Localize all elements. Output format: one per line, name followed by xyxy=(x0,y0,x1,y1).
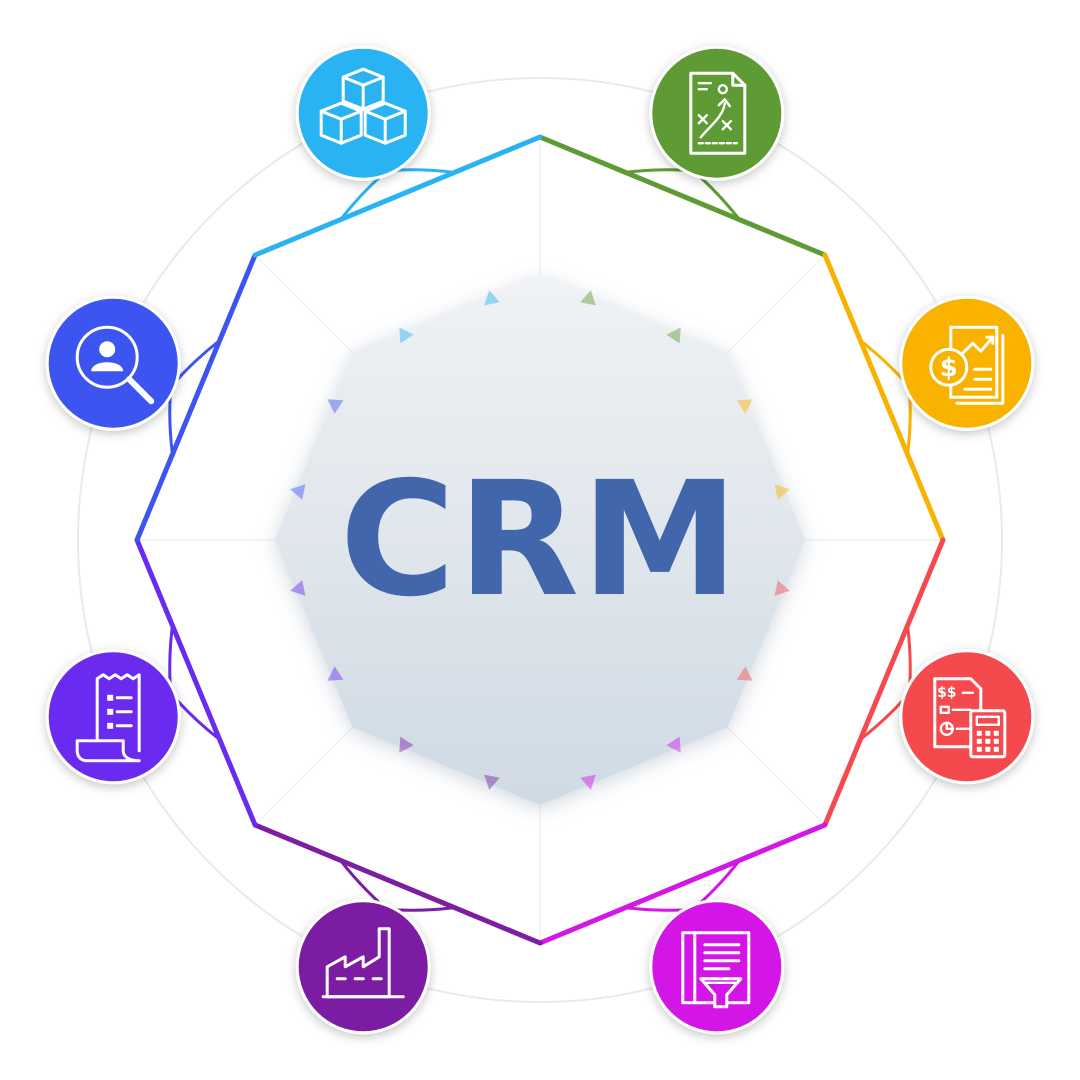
spoke-lines xyxy=(137,137,943,943)
octagon-edge-strategy xyxy=(537,134,828,258)
hub-marker-sales-funnel xyxy=(666,736,681,753)
hub-marker-customer-search xyxy=(327,399,344,414)
strategy-document-icon xyxy=(689,71,747,155)
hub-marker-accounting xyxy=(774,580,790,596)
hub-marker-customer-search xyxy=(290,484,306,500)
node-inventory[interactable] xyxy=(295,45,431,181)
inventory-boxes-icon xyxy=(319,67,407,145)
node-invoicing[interactable] xyxy=(45,649,181,785)
spoke-line xyxy=(254,726,354,826)
node-finance[interactable]: $ xyxy=(899,295,1035,431)
sales-funnel-document-icon xyxy=(681,931,751,1009)
hub-marker-inventory xyxy=(399,327,414,344)
octagon-edge-inventory xyxy=(252,134,543,258)
node-accounting[interactable]: $$ xyxy=(899,649,1035,785)
invoice-receipt-icon xyxy=(75,673,141,763)
factory-icon xyxy=(321,927,405,999)
node-invoicing-circle xyxy=(45,649,181,785)
octagon-edge-manufacturing xyxy=(252,822,543,946)
hub-marker-finance xyxy=(736,399,753,414)
hub-marker-manufacturing xyxy=(484,774,500,790)
svg-text:$: $ xyxy=(940,353,958,383)
spoke-line xyxy=(726,726,826,826)
node-inventory-circle xyxy=(295,45,431,181)
financial-report-icon: $ xyxy=(929,325,1005,405)
outer-ring xyxy=(77,77,1003,1003)
node-sales-funnel[interactable] xyxy=(649,899,785,1035)
hub-marker-invoicing xyxy=(290,580,306,596)
crm-hub xyxy=(275,275,805,805)
hub-markers xyxy=(290,290,790,790)
node-strategy-circle xyxy=(649,45,785,181)
node-manufacturing[interactable] xyxy=(295,899,431,1035)
spoke-line xyxy=(254,254,354,354)
hub-marker-strategy xyxy=(580,290,596,306)
outer-octagon xyxy=(134,134,946,946)
hub-marker-strategy xyxy=(666,327,681,344)
accounting-calculator-icon: $$ xyxy=(933,677,1007,759)
node-customer-search[interactable] xyxy=(45,295,181,431)
hub-marker-accounting xyxy=(736,666,753,681)
node-accounting-circle xyxy=(899,649,1035,785)
spoke-line xyxy=(726,254,826,354)
hub-marker-sales-funnel xyxy=(580,774,596,790)
hub-marker-invoicing xyxy=(327,666,344,681)
customer-search-icon xyxy=(75,325,155,405)
node-strategy[interactable] xyxy=(649,45,785,181)
node-sales-funnel-circle xyxy=(649,899,785,1035)
hub-marker-inventory xyxy=(484,290,500,306)
octagon-edge-sales-funnel xyxy=(537,822,828,946)
hub-marker-manufacturing xyxy=(399,736,414,753)
svg-text:$$: $$ xyxy=(937,685,956,701)
nodes: $ $$ xyxy=(45,45,1035,1035)
octagon-edge-accounting xyxy=(822,537,946,828)
crm-title: CRM xyxy=(340,448,741,632)
octagon-edge-finance xyxy=(822,252,946,543)
octagon-edge-invoicing xyxy=(134,537,258,828)
octagon-edge-customer-search xyxy=(134,252,258,543)
hub-marker-finance xyxy=(774,484,790,500)
